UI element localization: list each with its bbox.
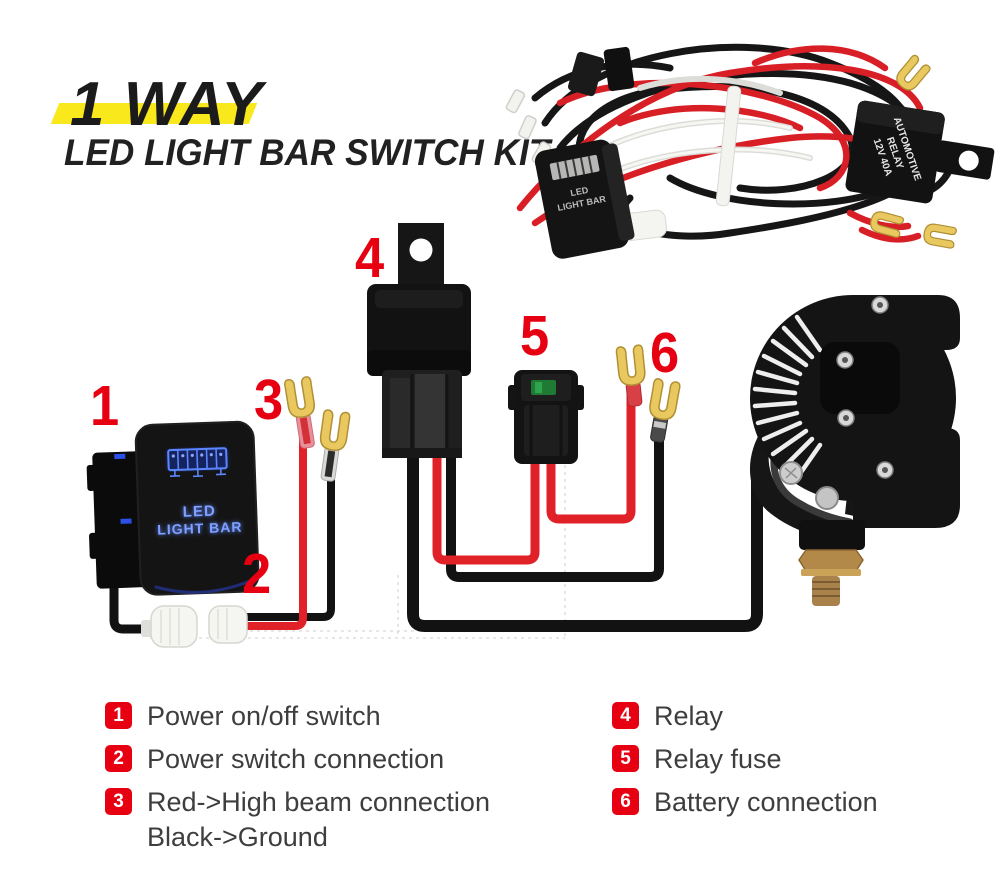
legend-label-1: Power on/off switch (147, 701, 381, 731)
highbeam-fork-terminal (283, 375, 317, 449)
switch-blue-mark (120, 518, 132, 524)
legend-label-3: Red->High beam connection (147, 787, 490, 817)
wire-relay-to-light (407, 450, 763, 632)
battery-positive-fork (615, 343, 647, 407)
housing-screws (836, 296, 894, 479)
legend-item-3: 3 Red->High beam connection (105, 787, 490, 818)
callout-4: 4 (355, 226, 385, 290)
kicker-title: 1 WAY (70, 70, 264, 139)
diagram-wires (109, 388, 776, 634)
legend-item-1: 1 Power on/off switch (105, 701, 381, 732)
green-fuse (531, 380, 556, 395)
callout-2: 2 (242, 542, 272, 606)
photo-white-wire-highlights (593, 119, 812, 175)
legend-item-4: 4 Relay (612, 701, 724, 732)
switch-label-1: LED (182, 503, 216, 521)
photo-connector-block (567, 51, 605, 97)
callout-5: 5 (520, 304, 550, 368)
harness-photo: LED LIGHT BAR AUTOMOTIVE RELAY 12V 40A (505, 43, 995, 259)
switch-label-glow-2: LIGHT BAR (157, 519, 243, 538)
legend-label-6: Battery connection (654, 787, 878, 817)
legend-item-2: 2 Power switch connection (105, 744, 445, 775)
wire-connector-to-highbeam-fork (242, 420, 307, 630)
wire-fuse-to-battery (546, 388, 636, 524)
legend-label-4: Relay (654, 701, 724, 731)
dashed-guides (150, 458, 566, 639)
relay (367, 223, 471, 458)
legend-badge-2: 2 (105, 745, 132, 772)
relay-tab-hole (409, 238, 433, 262)
wire-relay-to-battery-ground (446, 420, 664, 582)
legend-label-3-line2: Black->Ground (147, 822, 328, 852)
legend-badge-3: 3 (105, 788, 132, 815)
photo-connector-block (603, 46, 635, 92)
brass-stud (812, 576, 840, 606)
wire-connector-to-ground-fork (244, 452, 335, 621)
legend-item-5: 5 Relay fuse (612, 744, 782, 775)
zip-tie (715, 85, 742, 207)
fuse-holder (508, 370, 584, 464)
lightbar-icon (167, 447, 228, 478)
led-work-light (749, 295, 960, 606)
legend-label-5: Relay fuse (654, 744, 782, 774)
switch-label-2: LIGHT BAR (157, 519, 243, 538)
wire-relay-to-fuse (432, 450, 540, 565)
battery-fork-terminals (615, 343, 682, 443)
battery-ground-fork (647, 377, 682, 443)
switch-label-glow-1: LED (182, 503, 216, 521)
callout-1: 1 (90, 374, 120, 438)
power-switch: LED LIGHT BAR LED LIGHT BAR (86, 420, 260, 596)
photo-switch: LED LIGHT BAR (534, 139, 635, 259)
switch-connector-pair (141, 605, 248, 648)
callout-3: 3 (254, 368, 284, 432)
legend-badge-4: 4 (612, 702, 639, 729)
legend-item-6: 6 Battery connection (612, 787, 878, 818)
photo-switch-label-1: LED (570, 185, 590, 198)
legend-label-2: Power switch connection (147, 744, 445, 774)
switch-blue-mark (114, 453, 126, 460)
brass-nut (798, 549, 864, 572)
page-title: LED LIGHT BAR SWITCH KIT (64, 132, 551, 173)
callout-6: 6 (650, 321, 680, 385)
legend-badge-1: 1 (105, 702, 132, 729)
wire-switch-to-connector (109, 540, 147, 634)
bracket-bolt (815, 486, 839, 510)
switch-fork-terminals (283, 375, 352, 482)
legend-badge-5: 5 (612, 745, 639, 772)
photo-relay: AUTOMOTIVE RELAY 12V 40A (845, 100, 995, 204)
legend-badge-6: 6 (612, 788, 639, 815)
ground-fork-terminal (318, 408, 352, 482)
